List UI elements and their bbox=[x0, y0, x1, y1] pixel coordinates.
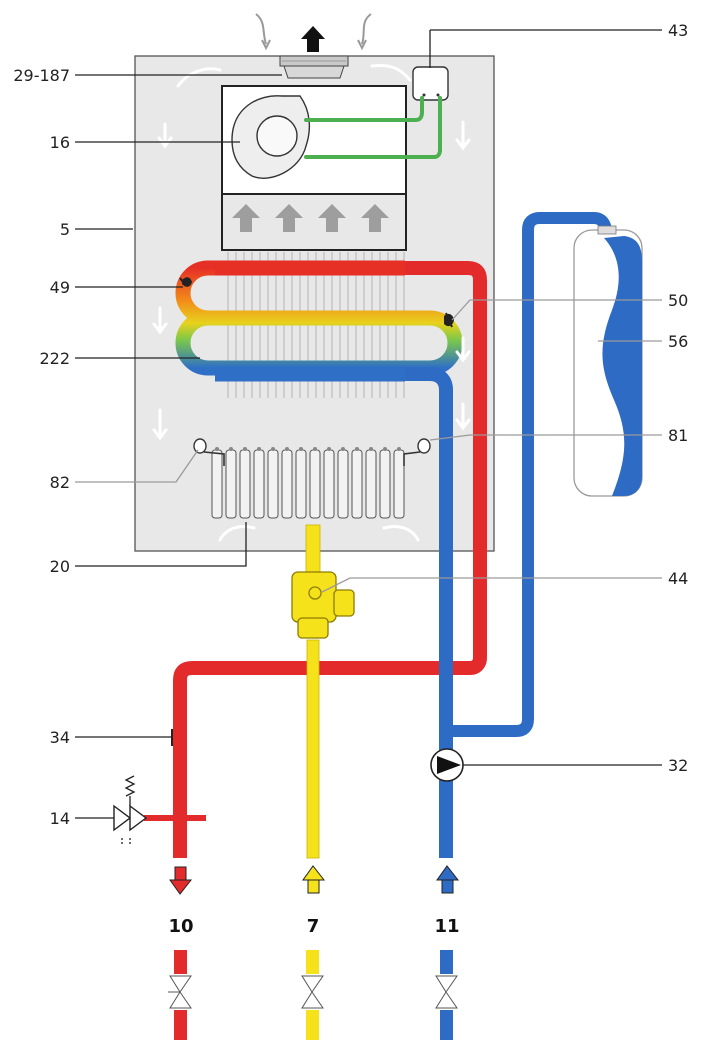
label-29-187: 29-187 bbox=[13, 66, 70, 85]
label-82: 82 bbox=[50, 473, 70, 492]
leader-lines bbox=[75, 29, 662, 819]
label-32: 32 bbox=[668, 756, 688, 775]
gas-valve bbox=[291, 571, 355, 639]
exhaust-arrow-icon bbox=[301, 26, 325, 52]
label-81: 81 bbox=[668, 426, 688, 445]
label-gas: 7 bbox=[307, 916, 320, 937]
pressure-tubes bbox=[304, 96, 442, 159]
detection-electrode-81 bbox=[403, 438, 431, 466]
flow-sensor-49 bbox=[179, 277, 192, 287]
flow-out-arrow-icon bbox=[169, 866, 193, 895]
ignition-electrode-82 bbox=[193, 438, 225, 466]
label-heating-return: 11 bbox=[434, 916, 459, 937]
label-44: 44 bbox=[668, 569, 688, 588]
flue-adaptor bbox=[279, 55, 349, 79]
air-pressure-switch bbox=[412, 66, 449, 101]
circulation-pump bbox=[430, 748, 464, 782]
flow-pipe bbox=[173, 261, 487, 858]
flow-isolation-valve bbox=[168, 950, 192, 1040]
gas-isolation-valve bbox=[301, 950, 324, 1040]
label-20: 20 bbox=[50, 557, 70, 576]
label-56: 56 bbox=[668, 332, 688, 351]
gas-in-arrow-icon bbox=[302, 865, 326, 894]
return-pipe bbox=[405, 367, 453, 858]
heat-exchanger-coil bbox=[175, 260, 463, 376]
label-49: 49 bbox=[50, 278, 70, 297]
label-50: 50 bbox=[668, 291, 688, 310]
label-43: 43 bbox=[668, 21, 688, 40]
label-14: 14 bbox=[50, 809, 70, 828]
label-heating-flow: 10 bbox=[168, 916, 193, 937]
label-222: 222 bbox=[39, 349, 70, 368]
flue-gas-arrows-icon bbox=[232, 204, 389, 232]
air-intake-arrows-icon bbox=[255, 13, 372, 51]
return-isolation-valve bbox=[435, 950, 458, 1040]
gas-pipe-lower bbox=[306, 639, 320, 859]
expansion-line bbox=[446, 212, 612, 737]
label-34: 34 bbox=[50, 728, 70, 747]
expansion-vessel bbox=[573, 225, 643, 497]
label-5: 5 bbox=[60, 220, 70, 239]
fan-16 bbox=[231, 95, 311, 179]
return-in-arrow-icon bbox=[436, 865, 460, 894]
safety-valve bbox=[113, 775, 206, 846]
label-16: 16 bbox=[50, 133, 70, 152]
burner-jets bbox=[215, 447, 401, 451]
overheat-sensor-50 bbox=[444, 312, 454, 328]
burner bbox=[211, 449, 405, 519]
air-flow-arrows-icon bbox=[152, 64, 471, 542]
